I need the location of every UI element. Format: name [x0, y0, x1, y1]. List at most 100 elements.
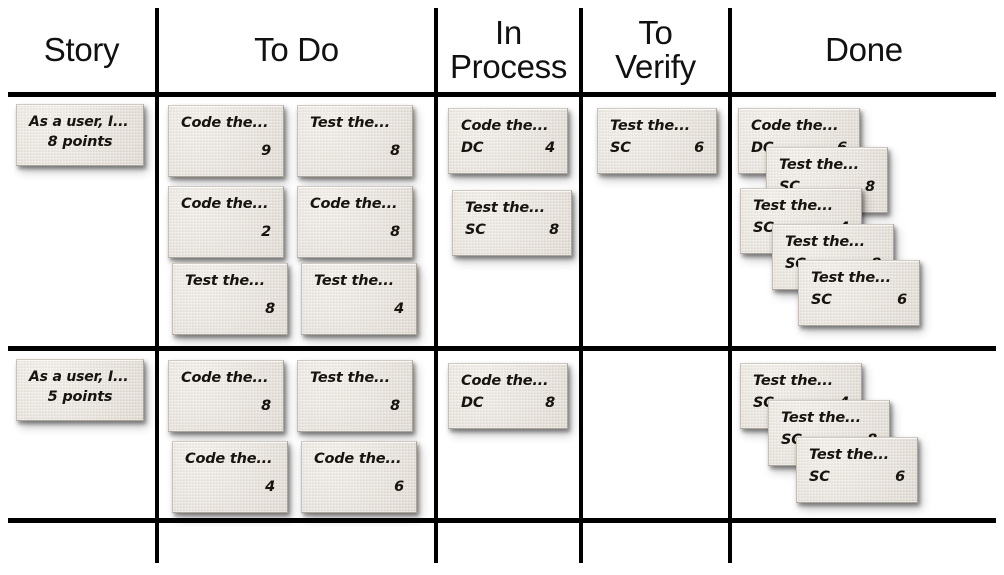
card-meta-row: SC 4	[753, 220, 849, 236]
story-card-row-2[interactable]: As a user, I... 5 points	[16, 359, 144, 421]
task-owner-initials: SC	[465, 222, 486, 238]
story-card-row-1[interactable]: As a user, I... 8 points	[16, 104, 144, 166]
card-meta-row: 8	[181, 398, 271, 414]
task-points: 8	[390, 398, 400, 414]
todo-card-row-1-4[interactable]: Code the... 8	[297, 186, 413, 258]
task-points: 6	[895, 469, 905, 485]
task-title: Code the...	[310, 196, 398, 212]
inprocess-card-row-1-1[interactable]: Code the... DC 4	[448, 108, 568, 174]
card-meta-row: 8	[310, 143, 400, 159]
column-header-label: Story	[43, 30, 120, 68]
column-divider-1	[434, 8, 438, 563]
task-owner-initials: SC	[809, 469, 830, 485]
column-divider-0	[155, 8, 159, 563]
done-card-row-2-3[interactable]: Test the... SC 6	[796, 437, 918, 503]
column-header-label: Done	[825, 30, 903, 68]
done-card-row-1-5[interactable]: Test the... SC 6	[798, 260, 920, 326]
column-header-label: Process	[449, 48, 568, 85]
task-points: 8	[867, 432, 877, 448]
card-meta-row: DC 4	[461, 140, 555, 156]
task-title: Test the...	[753, 373, 833, 389]
toverify-card-row-1-1[interactable]: Test the... SC 6	[597, 108, 717, 174]
task-points: 6	[897, 292, 907, 308]
column-header-to-do[interactable]: To Do	[159, 8, 434, 92]
task-points: 4	[394, 301, 404, 317]
column-divider-3	[728, 8, 732, 563]
task-title: Test the...	[310, 115, 390, 131]
task-points: 8	[261, 398, 271, 414]
task-points: 2	[261, 224, 271, 240]
card-meta-row: SC 6	[811, 292, 907, 308]
todo-card-row-1-1[interactable]: Code the...9	[168, 105, 284, 177]
todo-card-row-2-3[interactable]: Code the... 4	[172, 441, 288, 513]
row-divider-2	[8, 518, 996, 523]
todo-card-row-2-1[interactable]: Code the...8	[168, 360, 284, 432]
card-meta-row: SC 6	[610, 140, 704, 156]
task-owner-initials: DC	[461, 140, 484, 156]
task-points: 6	[694, 140, 704, 156]
task-title: Test the...	[310, 370, 390, 386]
todo-card-row-1-2[interactable]: Test the...8	[297, 105, 413, 177]
task-title: Code the...	[185, 451, 273, 467]
story-title: As a user, I...	[29, 369, 129, 385]
card-meta-row: DC 6	[751, 140, 847, 156]
task-title: Test the...	[185, 273, 265, 289]
task-title: Code the...	[751, 118, 839, 134]
card-meta-row: 8	[310, 398, 400, 414]
task-title: Test the...	[610, 118, 690, 134]
task-points: 8	[390, 224, 400, 240]
task-points: 4	[839, 220, 849, 236]
task-points: 4	[545, 140, 555, 156]
todo-card-row-2-2[interactable]: Test the...8	[297, 360, 413, 432]
task-title: Code the...	[181, 196, 269, 212]
task-points: 4	[839, 395, 849, 411]
card-meta-row: 8 points	[29, 134, 131, 150]
todo-card-row-1-6[interactable]: Test the...4	[301, 263, 417, 335]
task-title: Test the...	[811, 270, 891, 286]
column-header-label: In	[495, 13, 522, 51]
task-owner-initials: DC	[461, 395, 484, 411]
task-owner-initials: SC	[753, 220, 774, 236]
task-title: Code the...	[461, 373, 549, 389]
task-owner-initials: SC	[811, 292, 832, 308]
column-header-done[interactable]: Done	[732, 8, 996, 92]
card-meta-row: 4	[185, 479, 275, 495]
task-title: Test the...	[465, 200, 545, 216]
column-header-label: To Do	[254, 30, 339, 68]
story-title: As a user, I...	[29, 114, 129, 130]
task-points: 6	[394, 479, 404, 495]
card-meta-row: 6	[314, 479, 404, 495]
task-title: Test the...	[314, 273, 394, 289]
task-title: Test the...	[785, 234, 865, 250]
task-owner-initials: SC	[610, 140, 631, 156]
card-meta-row: 8	[310, 224, 400, 240]
task-points: 8	[390, 143, 400, 159]
story-points: 5 points	[47, 389, 113, 405]
task-title: Test the...	[779, 157, 859, 173]
task-title: Test the...	[781, 410, 861, 426]
task-points: 6	[837, 140, 847, 156]
column-header-story[interactable]: Story	[8, 8, 155, 92]
todo-card-row-1-3[interactable]: Code the... 2	[168, 186, 284, 258]
task-title: Test the...	[809, 447, 889, 463]
task-title: Test the...	[753, 198, 833, 214]
task-points: 8	[871, 256, 881, 272]
task-title: Code the...	[461, 118, 549, 134]
column-header-label: Verify	[615, 48, 696, 85]
task-title: Code the...	[181, 115, 269, 131]
task-points: 4	[265, 479, 275, 495]
row-divider-0	[8, 92, 996, 97]
todo-card-row-2-4[interactable]: Code the...6	[301, 441, 417, 513]
card-meta-row: 4	[314, 301, 404, 317]
task-owner-initials: DC	[751, 140, 774, 156]
todo-card-row-1-5[interactable]: Test the...8	[172, 263, 288, 335]
card-meta-row: 5 points	[29, 389, 131, 405]
